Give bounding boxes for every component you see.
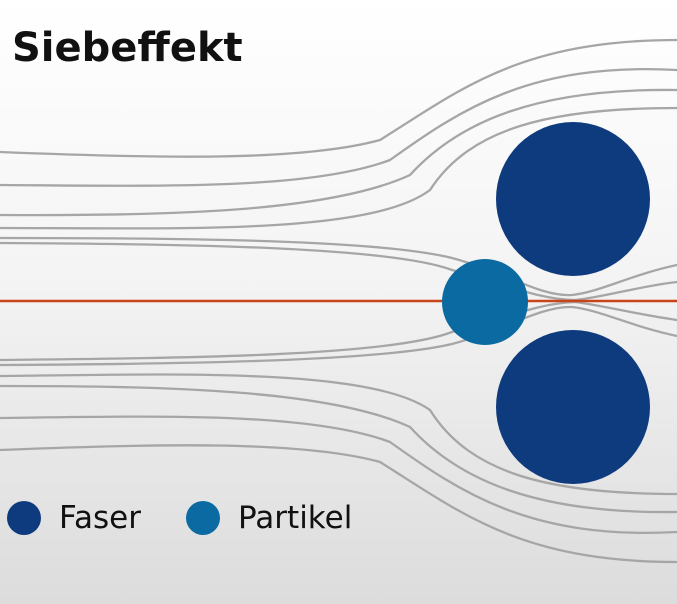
streamline — [0, 444, 677, 564]
legend-swatch-partikel — [186, 501, 220, 535]
legend-label-partikel: Partikel — [238, 500, 353, 536]
legend-label-faser: Faser — [59, 500, 141, 536]
legend-swatch-faser — [7, 501, 41, 535]
streamline — [0, 88, 677, 217]
streamline — [0, 236, 677, 297]
page-title: Siebeffekt — [12, 25, 243, 71]
legend-item-partikel: Partikel — [186, 500, 352, 536]
fiber-bottom — [496, 330, 650, 484]
streamline — [0, 305, 677, 367]
fiber-top — [496, 122, 650, 276]
particle — [442, 259, 528, 345]
streamline — [0, 373, 677, 496]
streamline — [0, 38, 677, 158]
streamline — [0, 384, 677, 514]
streamline — [0, 106, 677, 230]
streamline — [0, 415, 677, 534]
legend-item-faser: Faser — [7, 500, 141, 536]
streamline — [0, 68, 677, 187]
